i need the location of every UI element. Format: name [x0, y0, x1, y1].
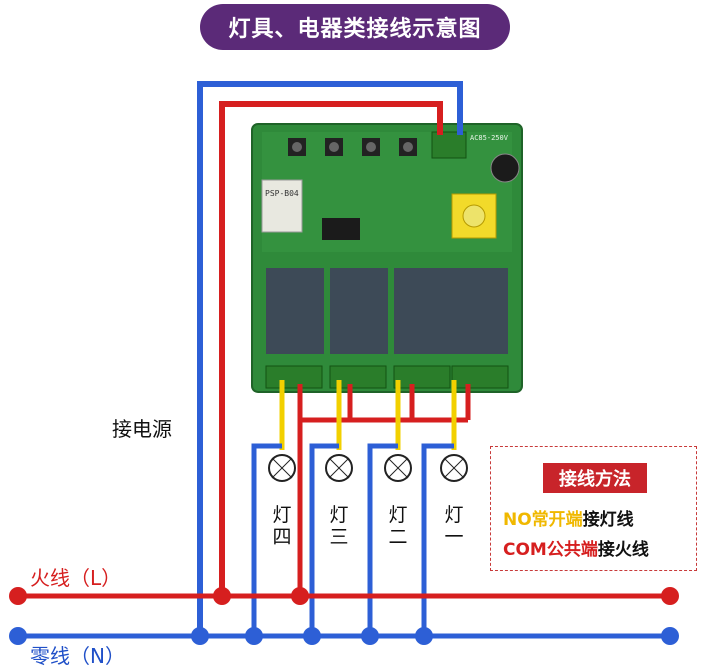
live-junctions: [9, 587, 679, 605]
relay-group: [266, 268, 508, 354]
relay-3: [394, 268, 452, 354]
legend-com-term: COM公共端: [503, 540, 598, 560]
page-title: 灯具、电器类接线示意图: [200, 4, 510, 50]
legend-com-desc: 接火线: [597, 540, 649, 560]
live-line-label: 火线（L）: [30, 566, 122, 590]
relay-2: [330, 268, 388, 354]
lamp-2-label: 灯二: [388, 504, 408, 548]
neutral-feed-wire: [197, 81, 463, 636]
power-terminal-label: AC85-250V: [470, 134, 509, 142]
lamp-3-label: 灯三: [329, 504, 349, 548]
module-label: PSP-B04: [265, 189, 299, 198]
signal-wires: [279, 380, 457, 450]
lamp-3: [325, 454, 353, 482]
legend-row-no: NO常开端接灯线: [503, 505, 634, 530]
legend-no-term: NO常开端: [503, 510, 583, 530]
legend-row-com: COM公共端接火线: [503, 535, 649, 560]
lamp-1-label: 灯一: [444, 504, 464, 548]
power-label: 接电源: [112, 417, 172, 441]
neutral-junctions: [9, 627, 679, 645]
live-feed-wire: [219, 101, 443, 596]
lamp-4-label: 灯四: [272, 504, 292, 548]
lamp-neutral-wires: [251, 443, 454, 636]
board-buttons: [288, 138, 417, 156]
legend-no-desc: 接灯线: [582, 510, 634, 530]
legend-title: 接线方法: [543, 463, 647, 493]
capacitor: [490, 153, 520, 183]
wifi-module: [261, 179, 303, 233]
live-bus-wire: [297, 384, 471, 596]
lamp-2: [384, 454, 412, 482]
relay-1: [266, 268, 324, 354]
relay-4: [450, 268, 508, 354]
lamp-1: [440, 454, 468, 482]
power-terminal: [431, 131, 467, 159]
ic-chip: [322, 218, 360, 240]
lamp-4: [268, 454, 296, 482]
legend-box: 接线方法 NO常开端接灯线 COM公共端接火线: [490, 446, 697, 571]
neutral-line-label: 零线（N）: [30, 644, 125, 668]
